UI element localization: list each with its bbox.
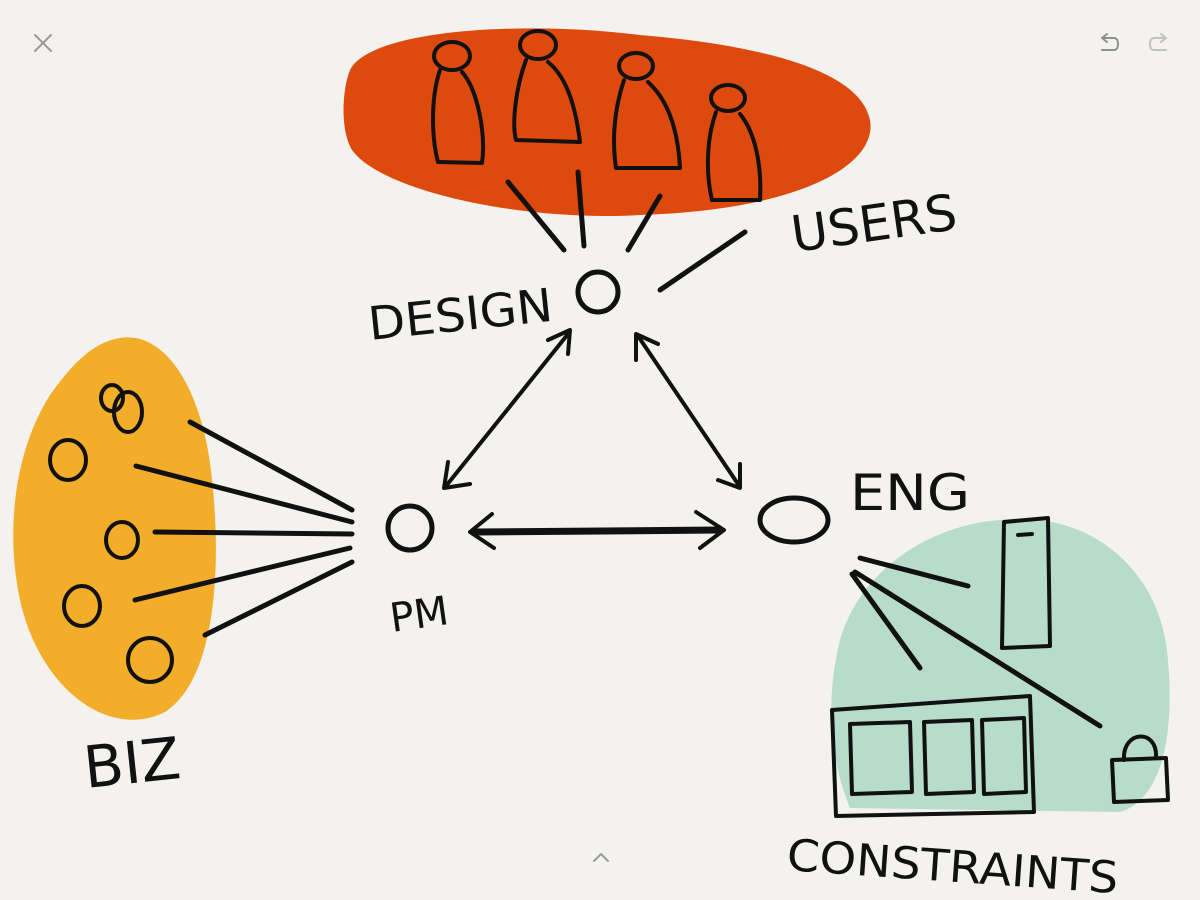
undo-icon: [1101, 33, 1120, 51]
design-eng-arrow: [634, 332, 742, 490]
expand-toolbar-button[interactable]: [584, 842, 618, 872]
user-figure-icon: [612, 51, 682, 170]
constraint-rays: [849, 555, 1103, 729]
label-design: DESIGN: [366, 278, 556, 351]
redo-button[interactable]: [1142, 28, 1176, 58]
design-rays: [505, 169, 748, 293]
eng-node: [757, 495, 831, 545]
biz-rays: [132, 419, 355, 638]
undo-button[interactable]: [1092, 28, 1126, 58]
data-center-icon: [830, 694, 1036, 818]
design-pm-arrow: [442, 328, 572, 490]
users-blob: [343, 28, 871, 216]
label-users: USERS: [788, 183, 961, 264]
pm-eng-arrow: [468, 510, 726, 550]
redo-icon: [1148, 33, 1167, 51]
close-button[interactable]: [24, 24, 62, 62]
label-constraints: CONSTRAINTS: [785, 830, 1120, 900]
lock-icon: [1110, 734, 1170, 804]
close-icon: [34, 34, 52, 52]
biz-stakeholders: [48, 383, 174, 684]
user-figure-icon: [512, 29, 582, 144]
user-figure-icon: [705, 83, 763, 202]
label-biz: BIZ: [80, 724, 183, 802]
label-pm: PM: [387, 588, 451, 642]
server-icon: [1000, 516, 1052, 650]
chevron-up-icon: [593, 853, 609, 862]
user-figure-icon: [431, 40, 485, 165]
label-eng: ENG: [850, 464, 970, 522]
biz-blob: [13, 337, 216, 720]
pm-node: [385, 503, 435, 553]
design-node: [575, 269, 621, 315]
